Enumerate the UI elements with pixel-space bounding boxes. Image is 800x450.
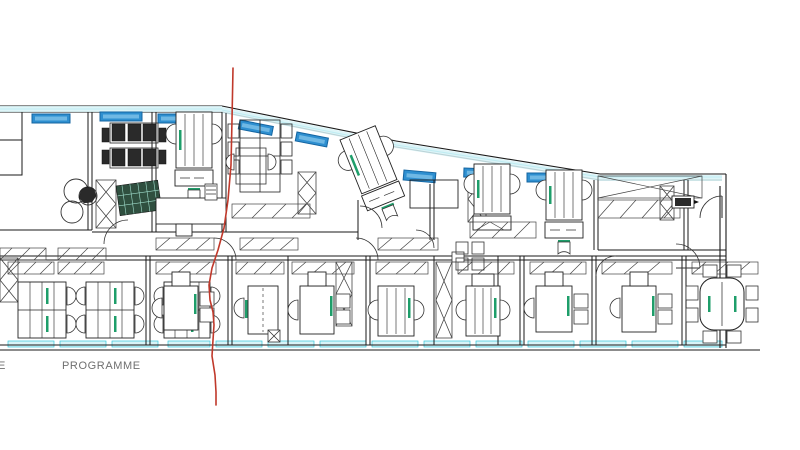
office-desk-unit <box>609 271 673 333</box>
workstation-pod <box>165 111 223 203</box>
door-swing-icon <box>355 237 379 261</box>
counter <box>597 199 681 219</box>
overhead-shelf <box>377 237 439 251</box>
office-desk-unit <box>455 273 511 337</box>
low-cabinet <box>155 197 227 237</box>
conference-chair <box>685 264 759 344</box>
paired-tables <box>409 179 459 209</box>
office-desk-unit <box>367 285 425 337</box>
programme-label: PROGRAMME <box>62 360 141 372</box>
meeting-area-top-left <box>101 122 167 169</box>
workstation-pod <box>337 125 406 222</box>
door-swing-icon <box>359 205 383 229</box>
chair <box>101 123 167 167</box>
shelf-unit <box>95 179 117 229</box>
counter <box>231 203 311 219</box>
red-section-line <box>208 67 234 406</box>
dense-desk-cluster <box>115 179 163 217</box>
bench-workstation <box>17 281 77 339</box>
door-swing-icon <box>675 243 701 269</box>
plant-cluster <box>78 186 97 204</box>
counter <box>469 221 537 239</box>
office-desk-unit <box>287 271 351 335</box>
shelf-unit <box>435 261 453 339</box>
overhead-shelf <box>57 247 107 261</box>
workstation-pod <box>535 169 593 255</box>
overhead-shelf <box>0 247 47 261</box>
equipment-small <box>204 183 218 201</box>
door-swings <box>103 195 723 277</box>
door-swing-icon <box>213 237 237 261</box>
door-swing-icon <box>595 255 617 277</box>
counter <box>597 175 703 199</box>
bottom-glazing-band <box>7 340 723 348</box>
bench-workstation <box>75 281 145 339</box>
overhead-shelf <box>235 261 285 275</box>
overhead-shelf <box>7 261 55 275</box>
conference-table <box>685 264 759 344</box>
door-swing-icon <box>415 229 435 249</box>
chair-cluster-small <box>455 241 485 271</box>
overhead-shelf <box>155 237 215 251</box>
equipment-plotter <box>671 195 699 209</box>
door-swing-icon <box>699 195 723 219</box>
door-swing-icon <box>103 219 129 245</box>
edge-label: E <box>0 360 6 372</box>
workstation-pod <box>463 163 521 231</box>
office-desk-unit <box>233 285 279 335</box>
office-desk-unit <box>523 271 589 333</box>
bottom-partitions <box>0 255 726 345</box>
overhead-shelf <box>375 261 429 275</box>
overhead-shelf <box>239 237 299 251</box>
shelf-unit <box>0 257 19 303</box>
overhead-shelf <box>57 261 105 275</box>
shelf-unit <box>297 171 317 215</box>
desk-with-chair <box>225 147 277 185</box>
misc-fixtures <box>267 251 465 343</box>
hatched-counters <box>231 175 703 239</box>
